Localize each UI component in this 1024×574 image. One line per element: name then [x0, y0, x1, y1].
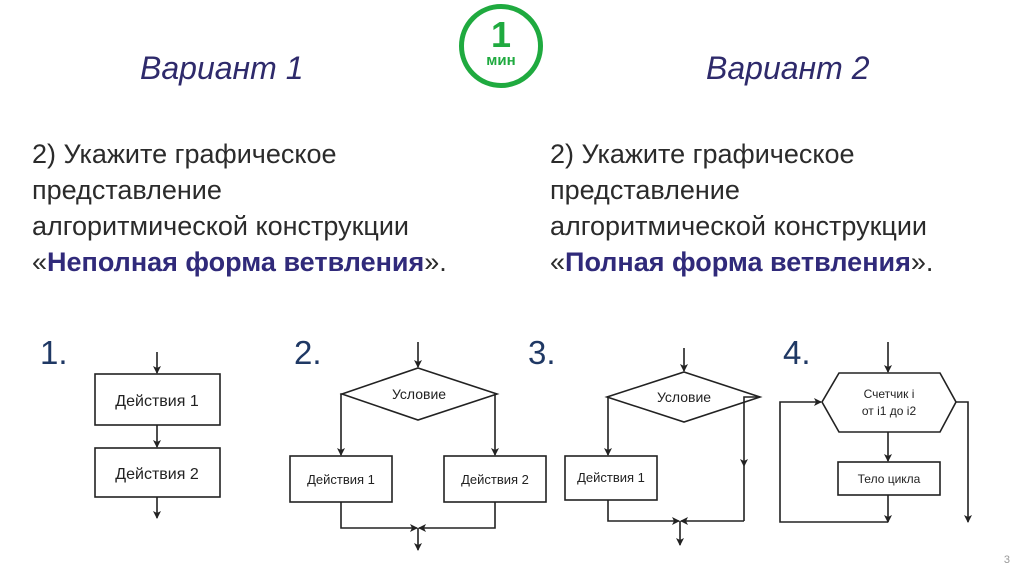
condition-label: Условие [657, 389, 711, 405]
v1-line1: 2) Укажите графическое [32, 139, 337, 169]
diagram-3-number: 3. [528, 334, 556, 371]
v2-line1: 2) Укажите графическое [550, 139, 855, 169]
v1-emphasis: Неполная форма ветвления [47, 247, 425, 277]
condition-diamond [604, 371, 763, 423]
block-label: Действия 1 [577, 470, 645, 485]
v2-emphasis: Полная форма ветвления [565, 247, 911, 277]
diagram-1-number: 1. [40, 334, 68, 371]
v2-line2: представление [550, 175, 740, 205]
counter-label-line1: Счетчик i [864, 387, 915, 401]
counter-label-line2: от i1 до i2 [862, 404, 917, 418]
variant2-title: Вариант 2 [706, 50, 870, 86]
diagram-4-loop [779, 342, 972, 523]
v1-line4: «Неполная форма ветвления». [32, 244, 512, 280]
v1-line2: представление [32, 175, 222, 205]
quote-open: « [32, 247, 48, 277]
loop-body-block [837, 461, 941, 496]
action-block [94, 447, 221, 498]
counter-hexagon [821, 372, 957, 433]
timer-unit: мин [486, 52, 516, 69]
variant1-question: 2) Укажите графическое представление алг… [32, 136, 512, 280]
quote-close: ». [424, 247, 447, 277]
quote-close: ». [910, 247, 934, 277]
diagram-2-full-branch [289, 342, 547, 551]
v2-line4: «Полная форма ветвления». [550, 244, 1024, 280]
block-label: Действия 1 [307, 472, 375, 487]
block-label: Тело цикла [858, 472, 921, 486]
action-block [94, 373, 221, 426]
condition-label: Условие [392, 386, 446, 402]
action-block [443, 455, 547, 503]
block-label: Действия 2 [115, 466, 199, 483]
diagram-4-number: 4. [783, 334, 811, 371]
action-block [564, 455, 658, 501]
page-number: 3 [1003, 554, 1010, 566]
v1-line3: алгоритмической конструкции [32, 211, 410, 241]
timer-value: 1 [490, 14, 512, 55]
diagram-3-partial-branch [564, 348, 763, 546]
quote-open: « [550, 247, 566, 277]
block-label: Действия 2 [461, 472, 529, 487]
diagram-1-linear [94, 352, 221, 519]
block-label: Действия 1 [115, 393, 199, 410]
timer-badge: 1 мин [459, 4, 543, 88]
variant1-title: Вариант 1 [140, 50, 304, 86]
action-block [289, 455, 393, 503]
diagram-2-number: 2. [294, 334, 322, 371]
variant2-question: 2) Укажите графическое представление алг… [550, 136, 1024, 280]
condition-diamond [339, 367, 500, 421]
v2-line3: алгоритмической конструкции [550, 211, 928, 241]
